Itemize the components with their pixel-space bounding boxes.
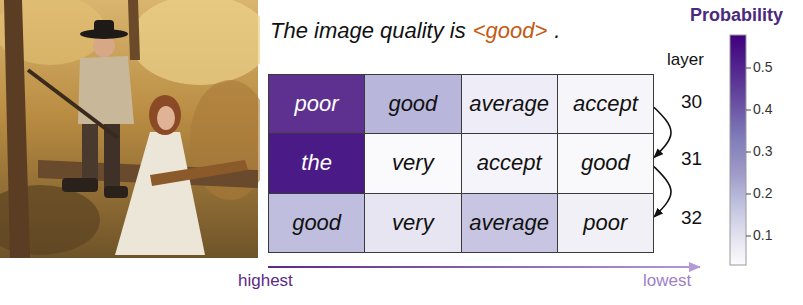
table-cell: accept	[557, 74, 654, 134]
table-cell: good	[268, 193, 365, 253]
tick-label: 0.4	[753, 101, 772, 118]
photo-illustration	[0, 0, 260, 260]
cell-text: good	[292, 210, 341, 236]
table-cell: average	[461, 74, 558, 134]
table-cell: poor	[268, 74, 365, 134]
cell-text: poor	[295, 91, 339, 117]
layer-number: 32	[681, 207, 702, 230]
cell-text: good	[581, 150, 630, 176]
layer-number: 31	[681, 148, 702, 171]
colorbar-title: Probability	[690, 5, 783, 27]
cell-text: good	[388, 91, 437, 117]
tree-trunk	[4, 0, 30, 258]
sentence-text: The image quality is	[270, 18, 466, 44]
tick-label: 0.1	[753, 227, 772, 244]
man-leg	[82, 120, 98, 182]
axis-title: layer	[667, 50, 704, 70]
table-cell: average	[461, 193, 558, 253]
sentence-period: .	[554, 18, 560, 44]
woman-dress	[115, 132, 205, 255]
highlighted-word: <good>	[473, 18, 548, 44]
cell-text: the	[301, 150, 332, 176]
man-boot	[104, 186, 128, 198]
tree-trunk	[128, 0, 140, 60]
colorbar	[730, 35, 746, 265]
axis-end-label: lowest	[643, 271, 691, 291]
table-cell: accept	[461, 133, 558, 193]
table-cell: good	[557, 133, 654, 193]
axis-end-label: highest	[238, 271, 293, 291]
table-cell: good	[364, 74, 461, 134]
table-cell: the	[268, 133, 365, 193]
rank-axis-arrow	[268, 266, 700, 268]
man-boot	[62, 178, 98, 192]
table-cell: poor	[557, 193, 654, 253]
foliage	[130, 0, 260, 85]
cell-text: accept	[573, 91, 638, 117]
woman-hair	[149, 95, 181, 135]
table-cell: very	[364, 193, 461, 253]
dulcimer	[150, 160, 248, 186]
cell-text: average	[469, 91, 549, 117]
layer-number: 30	[681, 91, 702, 114]
cell-text: poor	[583, 210, 627, 236]
cell-text: average	[469, 210, 549, 236]
tick-label: 0.5	[753, 59, 772, 76]
tick-label: 0.2	[753, 185, 772, 202]
colorbar-ticks	[746, 68, 751, 236]
tick-label: 0.3	[753, 143, 772, 160]
cell-text: very	[392, 210, 434, 236]
rifle	[28, 70, 118, 138]
table-cell: very	[364, 133, 461, 193]
layer-arrow	[654, 167, 671, 217]
woman-face	[157, 106, 175, 130]
man-hat	[94, 20, 114, 34]
cell-text: very	[392, 150, 434, 176]
layer-arrow	[654, 107, 671, 157]
cell-text: accept	[477, 150, 542, 176]
